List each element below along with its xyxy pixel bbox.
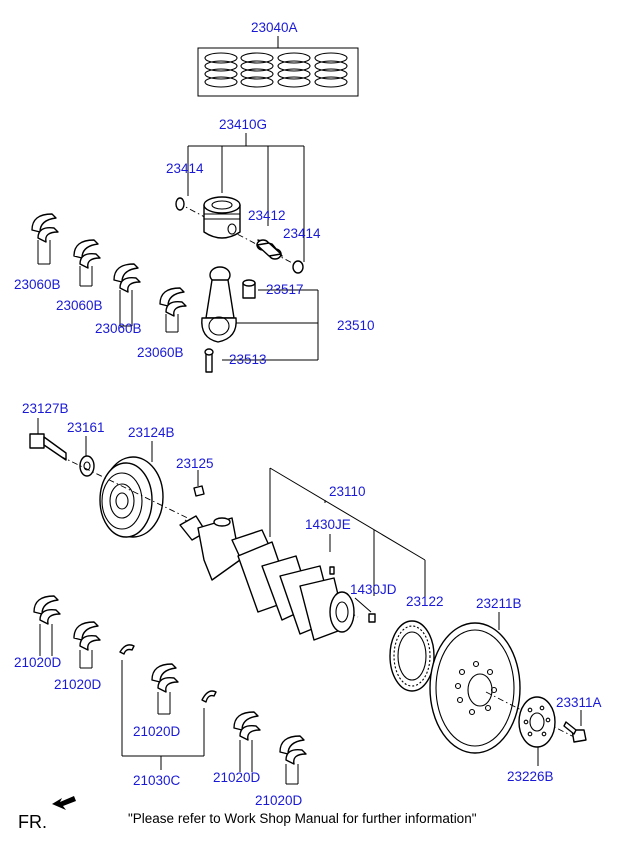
pulley-bolt-part [29,418,67,461]
plate-bolt-part [563,710,587,743]
thrust-washer-part [119,644,217,770]
front-arrow-icon [52,796,76,810]
adapter-plate-part [485,691,577,766]
piston-pin-shape [256,239,283,260]
label-23040a[interactable]: 23040A [251,20,298,35]
footer-note: "Please refer to Work Shop Manual for fu… [128,811,477,826]
snap-ring-upper-shape [175,197,185,211]
sensor-wheel-part [389,620,435,692]
crankshaft-part [179,515,376,641]
label-21030c[interactable]: 21030C [133,773,181,788]
damper-pulley-part [99,441,164,538]
label-23226b[interactable]: 23226B [507,769,554,784]
piston-ring-set-part [197,36,359,97]
label-23510[interactable]: 23510 [337,318,375,333]
front-label: FR. [18,812,47,832]
label-23161[interactable]: 23161 [67,420,105,435]
piston-part [175,196,304,274]
label-21020d-1[interactable]: 21020D [14,655,62,670]
label-23127b[interactable]: 23127B [22,401,69,416]
label-23414-upper[interactable]: 23414 [166,161,204,176]
label-23412[interactable]: 23412 [248,208,286,223]
snap-ring-lower-shape [292,260,304,274]
crankshaft-callout-lines [269,467,426,613]
label-23060b-1[interactable]: 23060B [14,277,61,292]
label-21020d-3[interactable]: 21020D [133,724,181,739]
label-23060b-4[interactable]: 23060B [137,345,184,360]
label-23414-lower[interactable]: 23414 [283,226,321,241]
drive-plate-part [429,612,521,754]
label-23311a[interactable]: 23311A [556,695,602,710]
label-23410g[interactable]: 23410G [219,117,267,132]
label-23060b-2[interactable]: 23060B [56,298,103,313]
label-23060b-3[interactable]: 23060B [95,321,142,336]
piston-assembly-lines [187,133,305,262]
conrod-bearing-shells [31,213,187,333]
label-21020d-2[interactable]: 21020D [54,677,102,692]
label-23513[interactable]: 23513 [229,352,267,367]
label-23124b[interactable]: 23124B [128,425,175,440]
main-bearing-shells [33,595,307,785]
label-21020d-4[interactable]: 21020D [213,770,261,785]
label-21020d-5[interactable]: 21020D [255,793,303,808]
connecting-rod-part [201,266,319,373]
label-23110[interactable]: 23110 [329,484,366,499]
label-23122[interactable]: 23122 [406,594,444,609]
key-part [193,470,205,497]
label-23517[interactable]: 23517 [266,282,304,297]
label-23125[interactable]: 23125 [176,456,214,471]
label-1430je[interactable]: 1430JE [305,517,351,532]
label-1430jd[interactable]: 1430JD [350,582,397,597]
washer-part [79,436,95,477]
label-23211b[interactable]: 23211B [476,596,522,611]
front-direction-indicator: FR. [18,796,76,832]
